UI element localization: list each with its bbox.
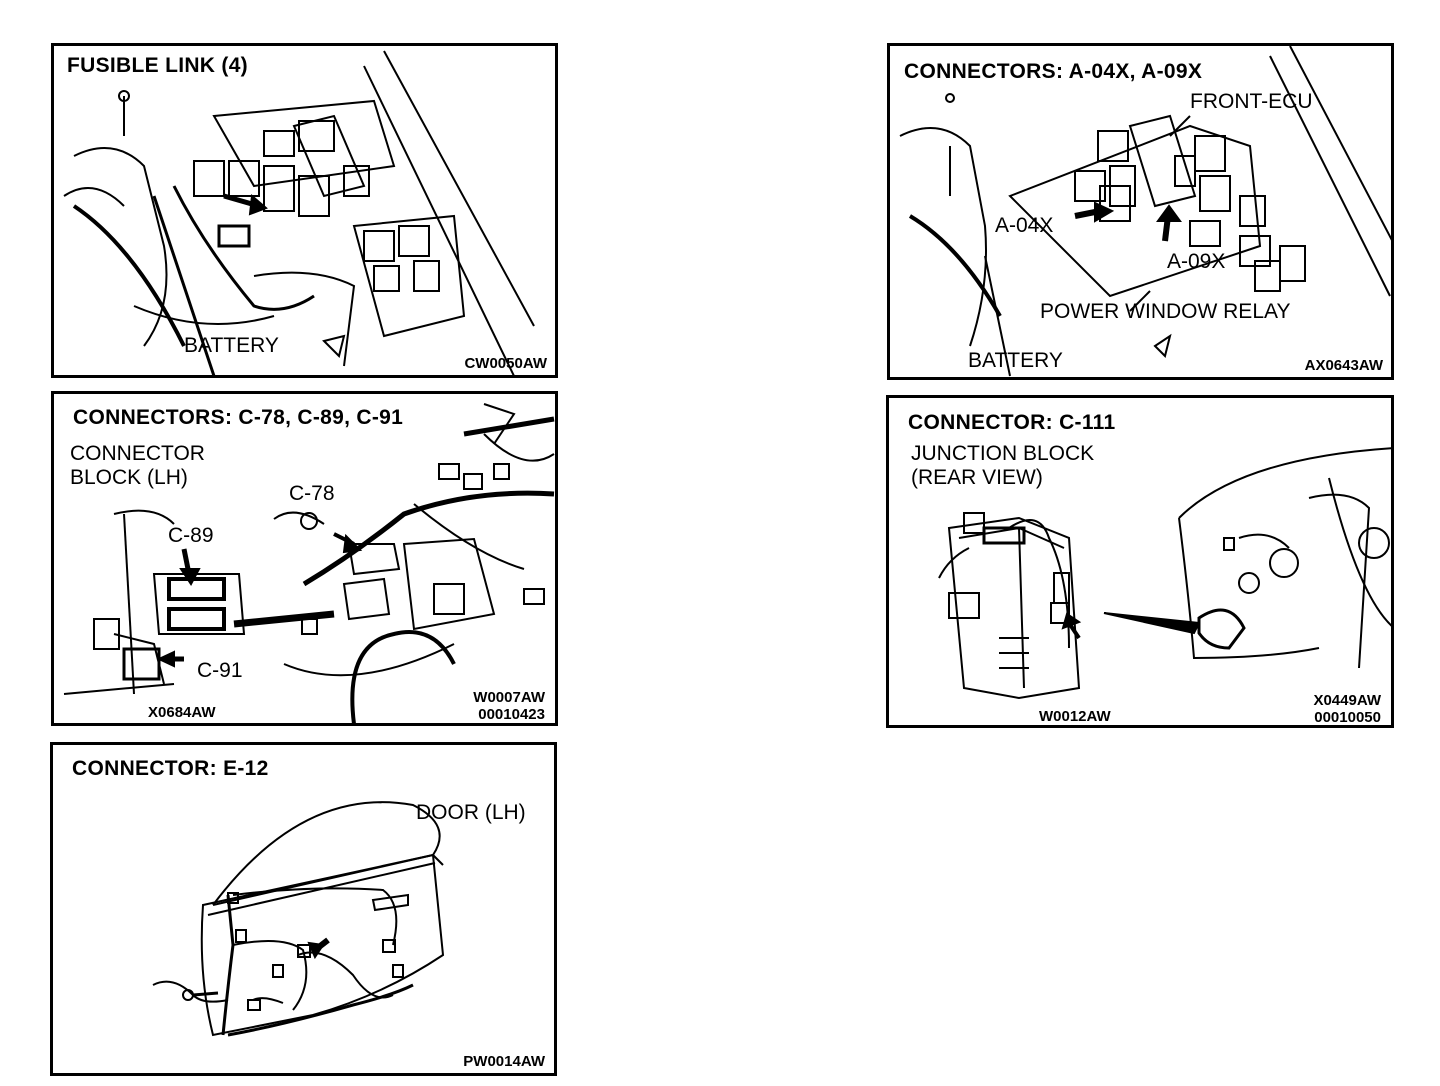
- figure-code: PW0014AW: [463, 1053, 545, 1070]
- a04x-label: A-04X: [995, 214, 1054, 237]
- battery-label: BATTERY: [184, 334, 279, 357]
- panel-title: CONNECTORS: C-78, C-89, C-91: [73, 406, 404, 429]
- figure-code: CW0050AW: [464, 355, 547, 372]
- door-lh-label: DOOR (LH): [416, 801, 526, 824]
- figure-code-right-line2: 00010423: [478, 706, 545, 723]
- power-window-relay-label: POWER WINDOW RELAY: [1040, 300, 1291, 323]
- panel-title: FUSIBLE LINK (4): [67, 54, 248, 77]
- figure-code-left: X0684AW: [148, 704, 216, 721]
- c89-label: C-89: [168, 524, 214, 547]
- c91-label: C-91: [197, 659, 243, 682]
- connector-block-label-line2: BLOCK (LH): [70, 466, 188, 489]
- c78-label: C-78: [289, 482, 335, 505]
- panel-title: CONNECTORS: A-04X, A-09X: [904, 60, 1203, 83]
- figure-code: AX0643AW: [1304, 357, 1383, 374]
- junction-block-label-line2: (REAR VIEW): [911, 466, 1043, 489]
- battery-label: BATTERY: [968, 349, 1063, 372]
- panel-title: CONNECTOR: E-12: [72, 757, 269, 780]
- panel-connectors-c: CONNECTORS: C-78, C-89, C-91 CONNECTOR B…: [51, 391, 558, 726]
- panel-title: CONNECTOR: C-111: [908, 411, 1116, 434]
- engine-bay-relay-illustration: [899, 46, 1391, 377]
- junction-block-label-line1: JUNCTION BLOCK: [911, 442, 1095, 465]
- connector-block-label-line1: CONNECTOR: [70, 442, 205, 465]
- figure-code-right-line1: X0449AW: [1313, 692, 1381, 709]
- figure-code-right-line2: 00010050: [1314, 709, 1381, 726]
- figure-code-right-line1: W0007AW: [473, 689, 545, 706]
- panel-fusible-link: FUSIBLE LINK (4) BATTERY CW0050AW: [51, 43, 558, 378]
- door-wiring-illustration: [152, 801, 445, 1037]
- front-ecu-label: FRONT-ECU: [1190, 90, 1313, 113]
- figure-code-left: W0012AW: [1039, 708, 1111, 725]
- a09x-label: A-09X: [1167, 250, 1226, 273]
- connector-block-illustration: [63, 403, 555, 723]
- junction-block-illustration: [938, 447, 1391, 700]
- panel-connectors-a: CONNECTORS: A-04X, A-09X FRONT-ECU A-04X…: [887, 43, 1394, 380]
- panel-connector-e12: CONNECTOR: E-12 DOOR (LH) PW0014AW: [50, 742, 557, 1076]
- panel-connector-c111: CONNECTOR: C-111 JUNCTION BLOCK (REAR VI…: [886, 395, 1394, 728]
- engine-bay-fuse-illustration: [63, 50, 535, 375]
